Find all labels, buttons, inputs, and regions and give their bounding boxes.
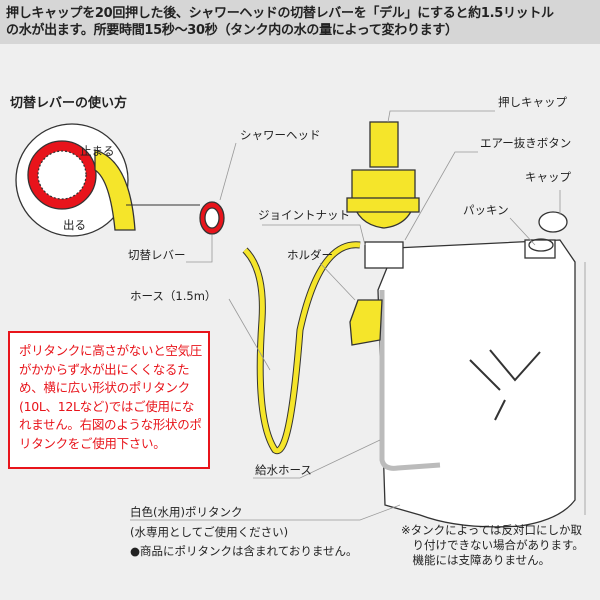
- label-joint-nut: ジョイントナット: [258, 208, 350, 222]
- tank-note: ※タンクによっては反対口にしか取 り付けできない場合があります。 機能には支障あ…: [401, 523, 584, 567]
- tank-handle: [469, 349, 541, 421]
- label-tank: 白色(水用)ポリタンク: [130, 505, 243, 519]
- label-hose: ホース（1.5m）: [130, 289, 217, 303]
- header-text: 押しキャップを20回押した後、シャワーヘッドの切替レバーを「デル」にすると約1.…: [0, 0, 600, 44]
- label-holder: ホルダー: [287, 248, 333, 262]
- packing: [528, 238, 554, 252]
- label-out: 出る: [63, 218, 86, 232]
- push-cap: [369, 121, 399, 168]
- howto-title: 切替レバーの使い方: [10, 96, 128, 111]
- label-packing: パッキン: [463, 203, 509, 217]
- holder: [349, 299, 383, 346]
- header-line-1: 押しキャップを20回押した後、シャワーヘッドの切替レバーを「デル」にすると約1.…: [6, 6, 554, 21]
- label-lever: 切替レバー: [128, 248, 186, 262]
- label-air-button: エアー抜きボタン: [480, 136, 572, 150]
- header-line-2: の水が出ます。所要時間15秒〜30秒（タンク内の水の量によって変わります）: [6, 23, 458, 38]
- warning-box: ポリタンクに高さがないと空気圧がかからず水が出にくくなるため、横に広い形状のポリ…: [8, 331, 210, 469]
- label-supply-hose: 給水ホース: [255, 463, 312, 477]
- supply-hose: [379, 290, 441, 471]
- label-push-cap: 押しキャップ: [498, 95, 567, 109]
- poly-tank: [377, 239, 576, 528]
- cap: [538, 211, 568, 233]
- label-shower-head: シャワーヘッド: [240, 128, 321, 142]
- label-tank-note: (水専用としてご使用ください): [130, 525, 289, 539]
- label-cap: キャップ: [525, 170, 571, 184]
- label-stop: 止まる: [80, 144, 115, 158]
- label-not-included: ●商品にポリタンクは含まれておりません。: [130, 544, 358, 558]
